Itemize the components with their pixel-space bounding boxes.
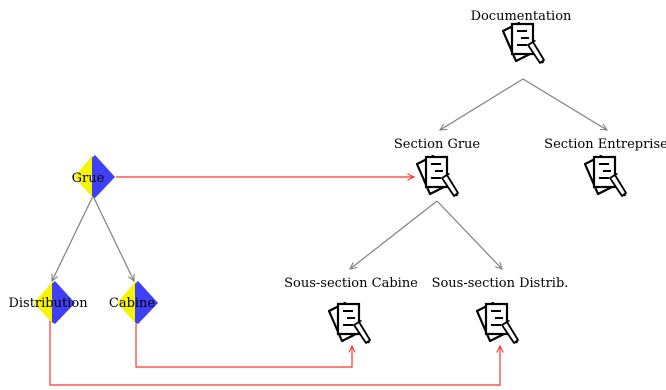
link-edges xyxy=(49,177,500,386)
document-pen-icon xyxy=(583,154,628,198)
node-subsection-distrib: Sous-section Distrib. xyxy=(432,276,569,345)
document-pen-icon xyxy=(475,301,520,345)
node-grue: Grue xyxy=(72,155,115,198)
node-section-grue-label: Section Grue xyxy=(394,137,481,152)
node-section-entreprise-label: Section Entreprise xyxy=(544,137,666,152)
node-distribution-label: Distribution xyxy=(8,296,88,311)
node-subsection-cabine-label: Sous-section Cabine xyxy=(284,276,418,291)
link-cabine-to-subsection-cabine xyxy=(135,321,352,368)
document-pen-icon xyxy=(501,21,546,65)
node-documentation: Documentation xyxy=(471,9,572,65)
node-grue-label: Grue xyxy=(72,171,105,186)
edge-section-grue-to-distrib xyxy=(436,200,502,269)
edge-grue-to-distribution xyxy=(52,195,94,281)
document-pen-icon xyxy=(415,154,460,198)
node-section-grue: Section Grue xyxy=(394,137,481,198)
node-cabine-label: Cabine xyxy=(109,296,156,311)
node-distribution: Distribution xyxy=(8,281,88,324)
edge-grue-to-cabine xyxy=(92,195,134,281)
node-cabine: Cabine xyxy=(109,281,158,324)
node-subsection-cabine: Sous-section Cabine xyxy=(284,276,418,345)
tree-edges xyxy=(52,78,607,281)
link-distribution-to-subsection-distrib xyxy=(49,321,500,386)
node-subsection-distrib-label: Sous-section Distrib. xyxy=(432,276,569,291)
node-documentation-label: Documentation xyxy=(471,9,572,24)
edge-documentation-to-section-entreprise xyxy=(522,78,607,130)
node-section-entreprise: Section Entreprise xyxy=(544,137,666,198)
edge-section-grue-to-cabine xyxy=(350,200,438,269)
document-pen-icon xyxy=(327,301,372,345)
edge-documentation-to-section-grue xyxy=(440,78,524,130)
